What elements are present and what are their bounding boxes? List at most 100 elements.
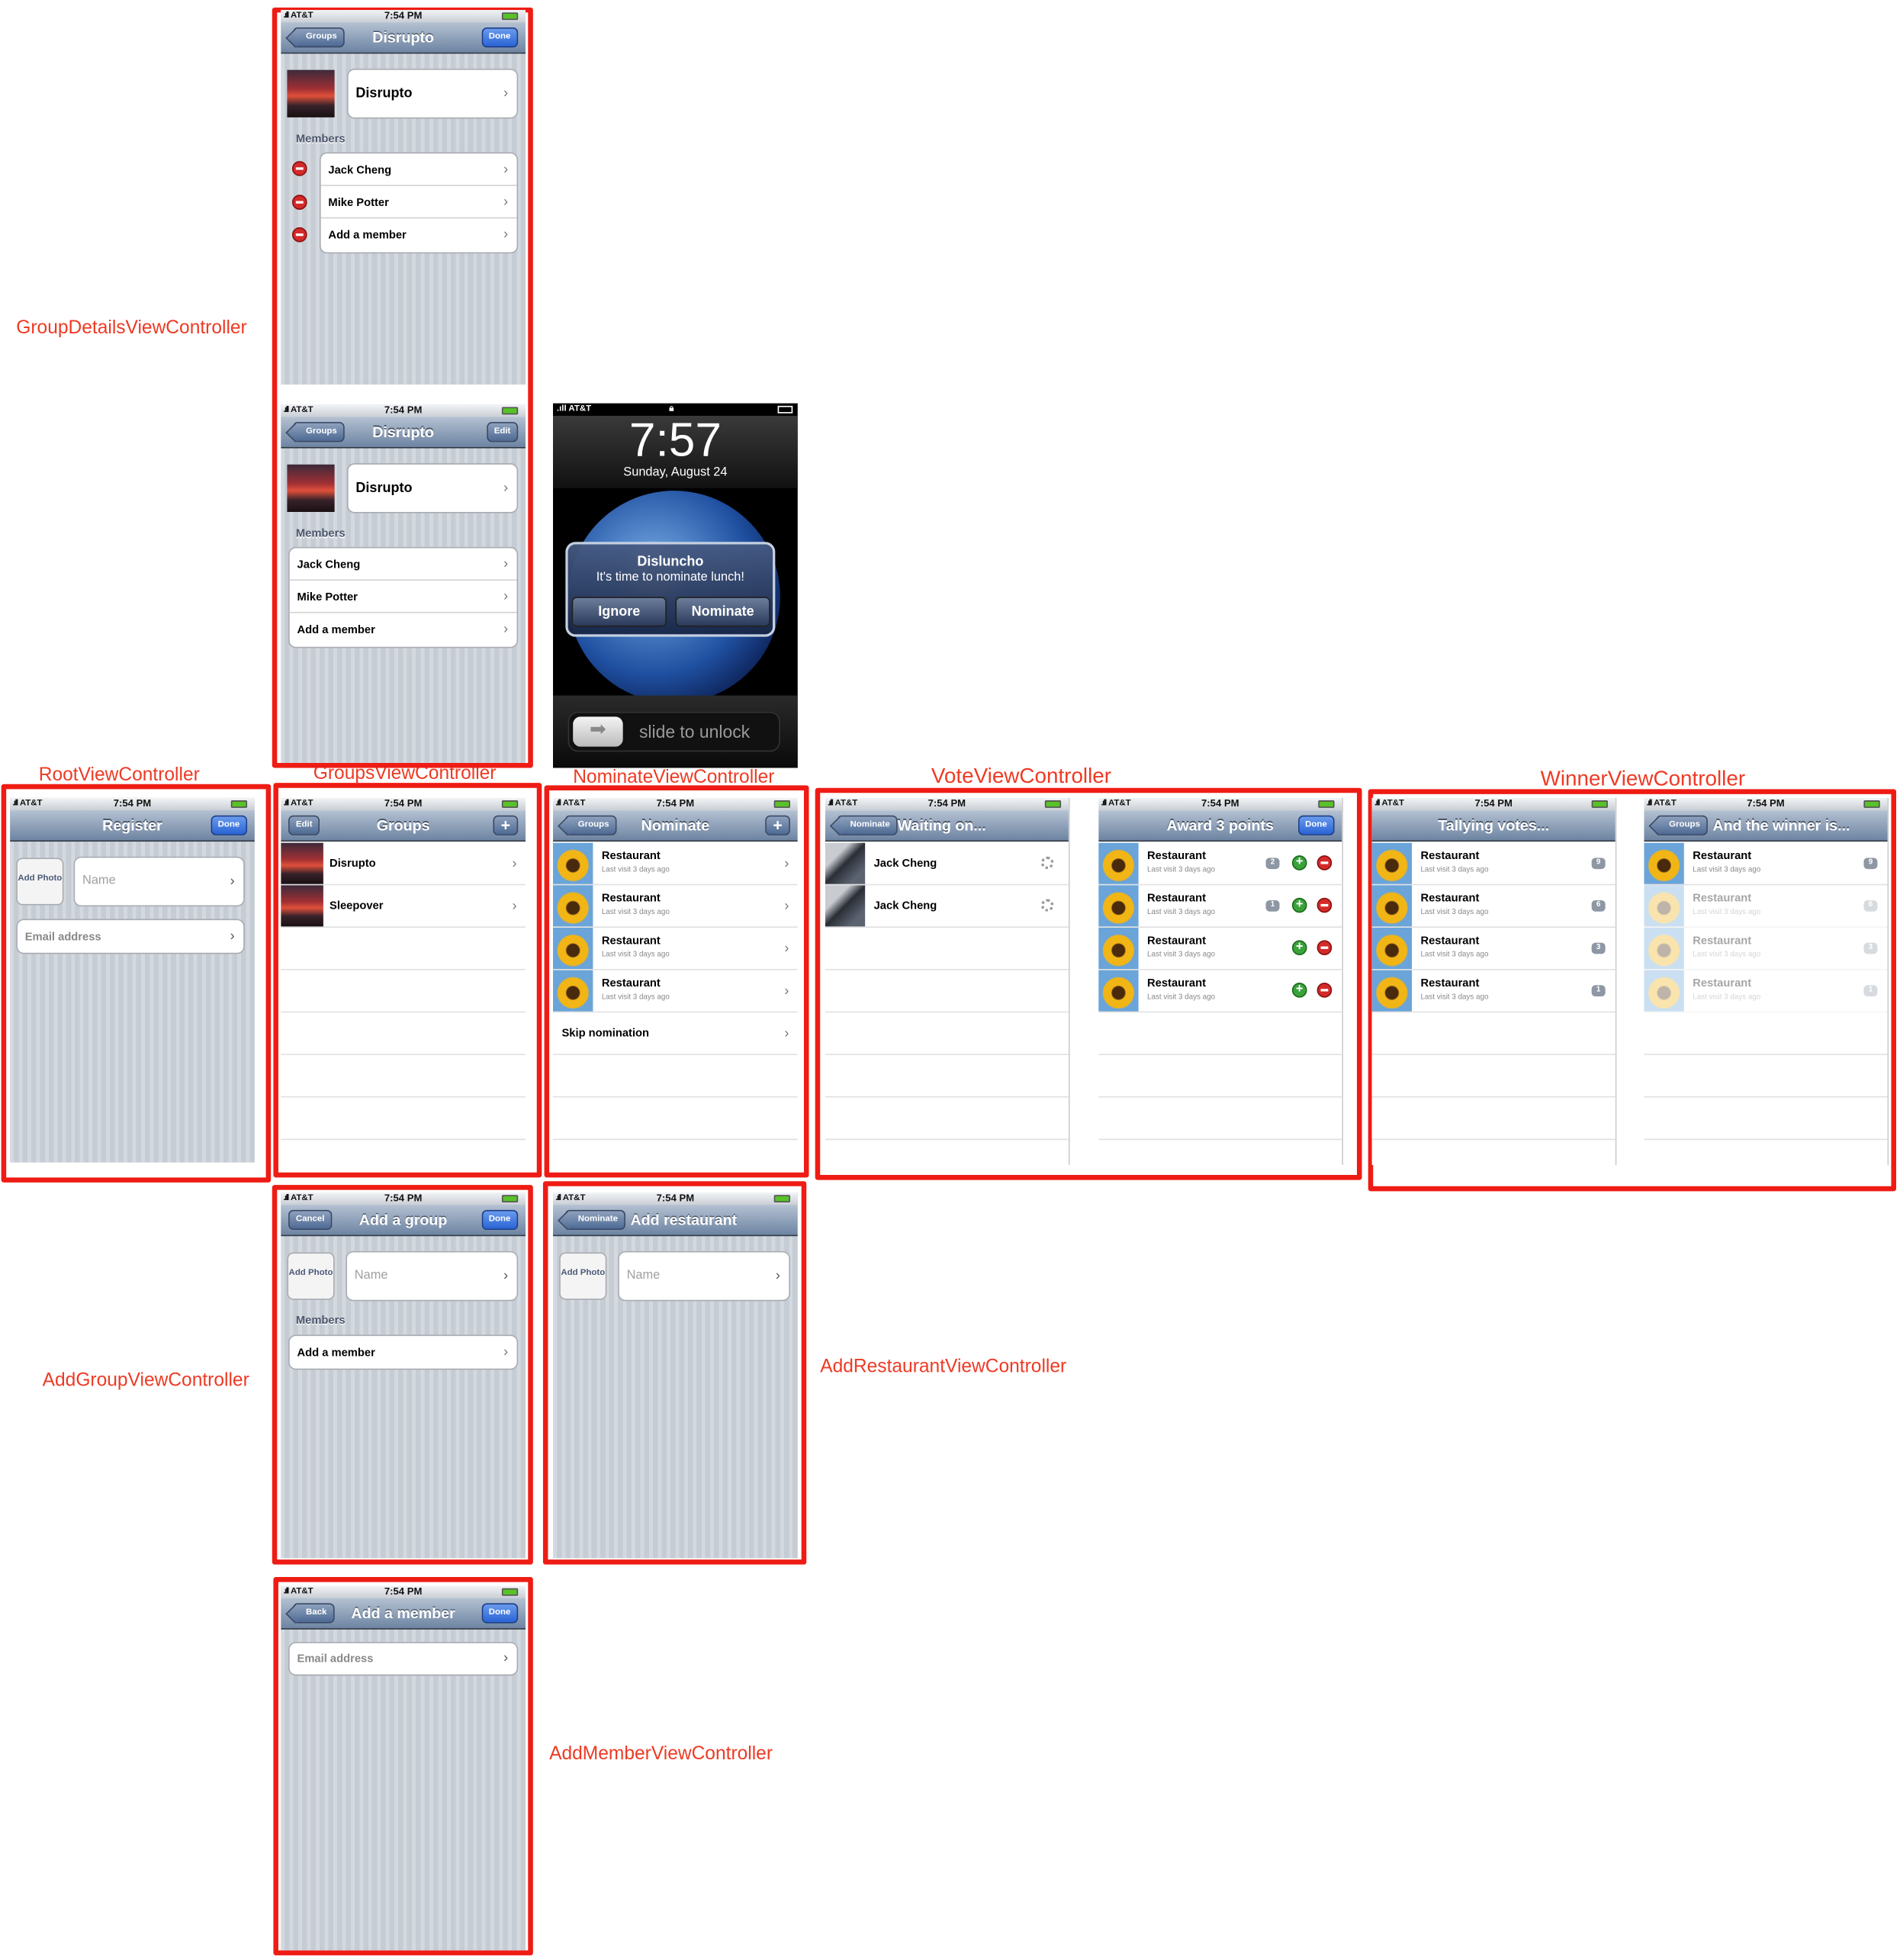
remove-point-icon[interactable] [1316, 940, 1333, 955]
add-member-row[interactable]: Add a member› [290, 1336, 517, 1369]
battery-icon [501, 800, 519, 808]
chevron-right-icon: › [512, 899, 517, 914]
label-root: RootViewController [38, 764, 200, 786]
score-badge: 1 [1591, 985, 1606, 997]
name-field[interactable]: Name› [73, 856, 245, 907]
page-title: And the winner is... [1712, 816, 1850, 835]
chevron-right-icon: › [503, 1268, 509, 1284]
done-button[interactable]: Done [210, 815, 248, 835]
unlock-slider-knob[interactable]: ➡ [573, 716, 623, 747]
add-photo-button[interactable]: Add Photo [287, 1252, 335, 1300]
battery-icon [1318, 800, 1335, 808]
sunflower-thumbnail [1644, 927, 1684, 970]
add-photo-button[interactable]: Add Photo [559, 1252, 607, 1300]
battery-icon [501, 1588, 519, 1596]
email-field[interactable]: Email address› [288, 1642, 519, 1676]
back-button[interactable]: Groups [565, 815, 617, 835]
list-item[interactable]: Sleepover› [281, 885, 526, 928]
nav-bar: Award 3 points Done [1098, 810, 1342, 842]
delete-icon[interactable] [291, 195, 307, 210]
add-point-icon[interactable]: + [1291, 983, 1307, 998]
email-field[interactable]: Email address› [16, 919, 245, 954]
page-title: Add a member [351, 1604, 455, 1622]
label-winner: WinnerViewController [1540, 766, 1746, 790]
section-header: Members [295, 132, 346, 145]
lock-icon: 🔒︎ [669, 404, 674, 414]
done-button[interactable]: Done [481, 1209, 519, 1231]
page-title: Groups [376, 816, 430, 835]
battery-icon [1591, 800, 1608, 808]
skip-nomination-row[interactable]: Skip nomination› [553, 1012, 798, 1055]
lock-time: 7:57 [629, 414, 722, 468]
nav-bar: Groups And the winner is... [1644, 810, 1888, 842]
chevron-right-icon: › [784, 983, 789, 999]
name-field[interactable]: Name› [346, 1250, 519, 1302]
member-row[interactable]: Jack Cheng› [320, 153, 517, 186]
remove-point-icon[interactable] [1316, 897, 1333, 913]
member-row[interactable]: Mike Potter› [320, 186, 517, 219]
group-name-cell[interactable]: Disrupto› [346, 69, 519, 119]
member-row[interactable]: Mike Potter› [289, 581, 517, 613]
add-point-icon[interactable]: + [1291, 855, 1307, 871]
add-button[interactable]: + [493, 815, 519, 835]
member-row[interactable]: Jack Cheng› [289, 548, 517, 581]
cancel-button[interactable]: Cancel [288, 1209, 333, 1231]
label-add-member: AddMemberViewController [549, 1743, 773, 1765]
add-member-row[interactable]: Add a member› [321, 218, 517, 251]
back-button[interactable]: Groups [293, 422, 345, 443]
chevron-right-icon: › [775, 1268, 780, 1284]
add-member-row[interactable]: Add a member› [290, 613, 517, 646]
add-point-icon[interactable]: + [1291, 940, 1307, 955]
group-photo[interactable] [287, 69, 335, 117]
page-title: Add a group [358, 1211, 448, 1229]
back-button[interactable]: Back [293, 1603, 335, 1624]
chevron-right-icon: › [503, 589, 509, 605]
edit-button[interactable]: Edit [288, 815, 320, 835]
groups-list: Disrupto› Sleepover› [281, 842, 526, 1141]
done-button[interactable]: Done [1297, 815, 1335, 835]
delete-icon[interactable] [291, 161, 307, 176]
list-item[interactable]: Disrupto› [281, 842, 526, 886]
sunflower-thumbnail [1098, 842, 1139, 884]
edit-button[interactable]: Edit [486, 422, 519, 443]
back-button[interactable]: Groups [1656, 815, 1708, 835]
nominate-button[interactable]: Nominate [675, 597, 770, 627]
add-photo-button[interactable]: Add Photo [16, 858, 64, 906]
back-button[interactable]: Nominate [565, 1209, 625, 1231]
group-name-cell[interactable]: Disrupto› [346, 463, 519, 513]
nav-bar: Groups Disrupto Edit [281, 417, 526, 449]
unlock-track: ➡ slide to unlock [567, 711, 780, 752]
unlock-bar: ➡ slide to unlock [553, 695, 798, 768]
back-button[interactable]: Nominate [837, 815, 898, 835]
label-vote: VoteViewController [931, 764, 1112, 788]
done-button[interactable]: Done [481, 27, 519, 48]
remove-point-icon[interactable] [1316, 983, 1333, 998]
group-photo [287, 464, 335, 513]
remove-point-icon[interactable] [1316, 855, 1333, 871]
section-header: Members [295, 1313, 346, 1327]
sunflower-thumbnail [1371, 970, 1412, 1012]
ignore-button[interactable]: Ignore [571, 597, 667, 627]
back-button[interactable]: Groups [293, 27, 345, 48]
add-restaurant-button[interactable]: + [765, 815, 790, 835]
chevron-right-icon: › [230, 874, 235, 890]
battery-icon [773, 1195, 790, 1203]
page-title: Add restaurant [630, 1211, 738, 1229]
chevron-right-icon: › [503, 622, 509, 637]
delete-icon[interactable] [291, 227, 307, 243]
name-field[interactable]: Name› [618, 1250, 790, 1302]
add-point-icon[interactable]: + [1291, 897, 1307, 913]
done-button[interactable]: Done [481, 1603, 519, 1624]
